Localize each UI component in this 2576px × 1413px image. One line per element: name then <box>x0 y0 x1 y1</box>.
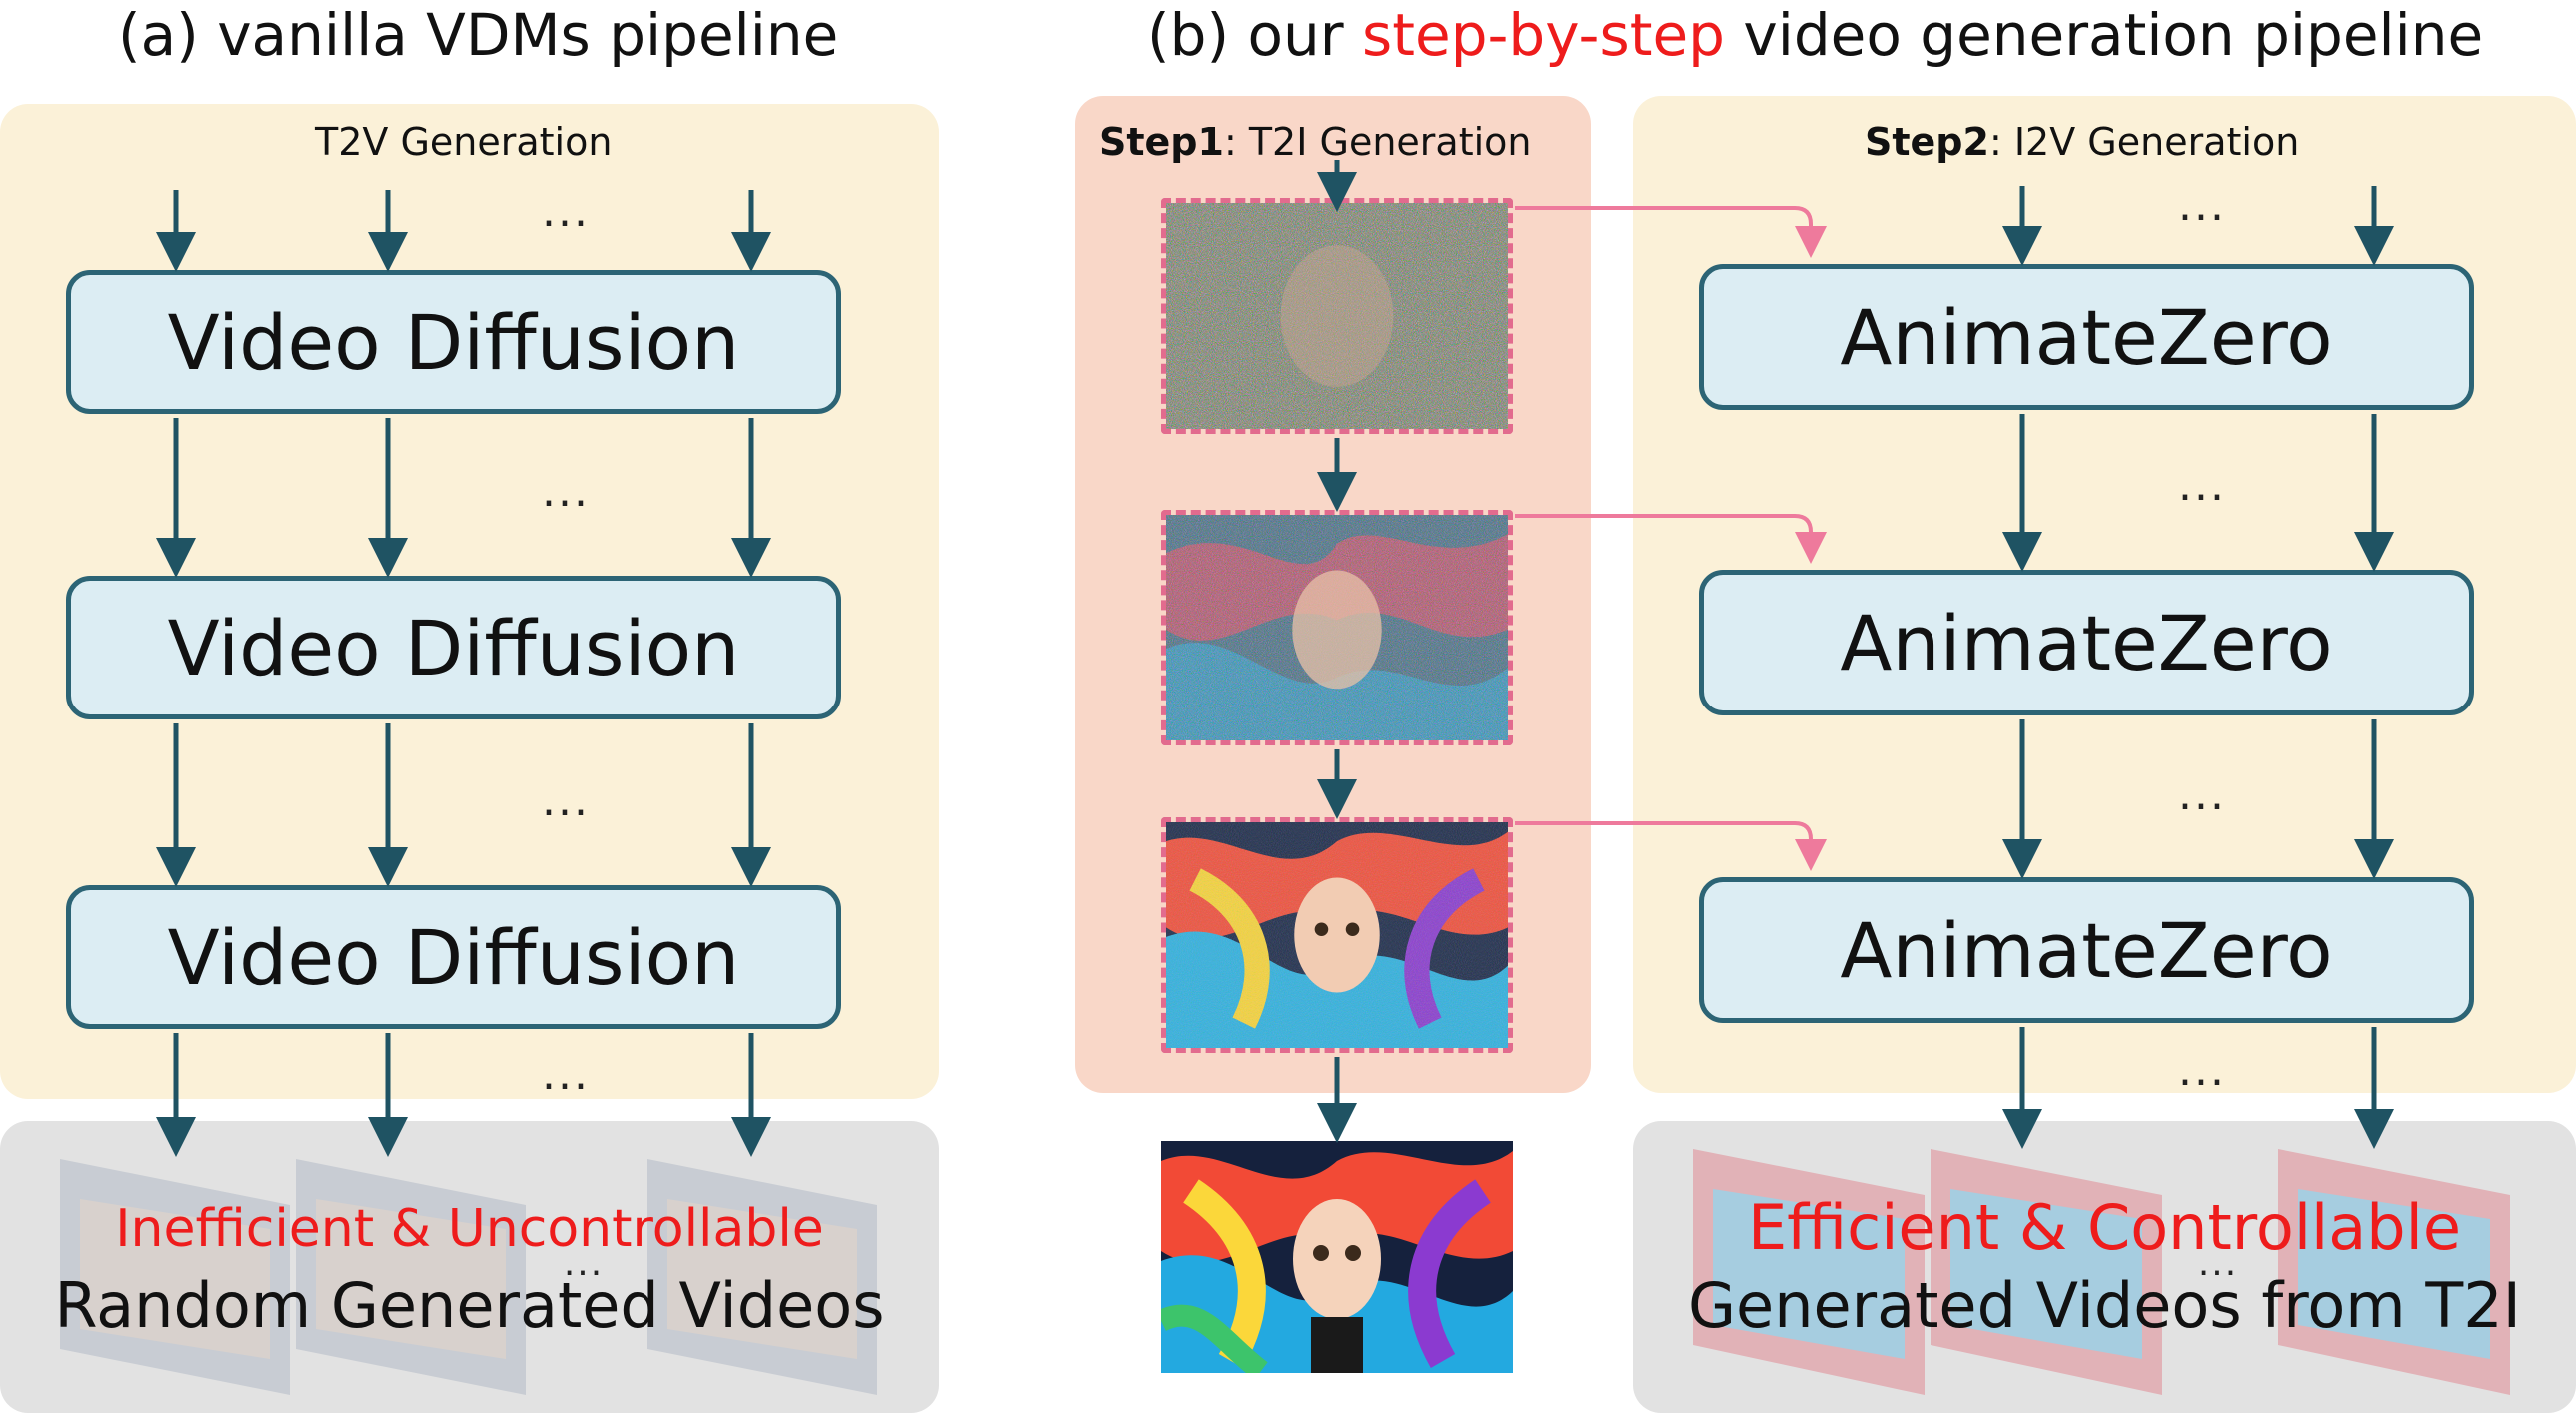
video-diffusion-block-3: Video Diffusion <box>66 885 841 1029</box>
left-output-panel <box>0 1121 939 1413</box>
right-title-highlight: step-by-step <box>1362 1 1725 69</box>
right-title-suffix: video generation pipeline <box>1724 1 2484 69</box>
noisy-image-step-3 <box>1161 817 1513 1053</box>
step1-label: Step1: T2I Generation <box>1099 120 1532 164</box>
generated-video-frame <box>647 1159 877 1395</box>
right-output-highlight: Efficient & Controllable <box>1748 1191 2461 1264</box>
left-output-caption: Random Generated Videos <box>54 1269 885 1342</box>
video-diffusion-block-1: Video Diffusion <box>66 270 841 414</box>
ellipsis: ... <box>2178 1045 2226 1096</box>
generated-video-frame <box>1931 1149 2162 1395</box>
ellipsis: ... <box>542 186 590 237</box>
right-output-panel <box>1633 1121 2576 1413</box>
right-title-prefix: (b) our <box>1147 1 1363 69</box>
ellipsis: ... <box>542 1049 590 1100</box>
ellipsis: ... <box>2178 180 2226 231</box>
left-output-warning: Inefficient & Uncontrollable <box>115 1199 824 1259</box>
animatezero-block-3: AnimateZero <box>1699 877 2474 1023</box>
step1-bold: Step1 <box>1099 120 1224 164</box>
ellipsis: ... <box>542 775 590 826</box>
generated-video-frame <box>60 1159 290 1395</box>
ellipsis: ... <box>542 466 590 517</box>
generated-video-frame <box>2278 1149 2510 1395</box>
ellipsis: ... <box>2178 460 2226 511</box>
right-title: (b) our step-by-step video generation pi… <box>1147 0 2483 70</box>
final-generated-image <box>1161 1141 1513 1373</box>
step2-label: Step2: I2V Generation <box>1865 120 2299 164</box>
right-output-caption: Generated Videos from T2I <box>1688 1269 2521 1342</box>
step2-bold: Step2 <box>1865 120 1989 164</box>
step2-rest: : I2V Generation <box>1988 120 2300 164</box>
ellipsis: ... <box>2197 1243 2239 1284</box>
video-diffusion-block-2: Video Diffusion <box>66 576 841 719</box>
generated-video-frame <box>296 1159 526 1395</box>
generated-video-frame <box>1693 1149 1925 1395</box>
ellipsis: ... <box>2178 769 2226 820</box>
animatezero-block-1: AnimateZero <box>1699 264 2474 410</box>
t2v-generation-label: T2V Generation <box>315 120 613 164</box>
animatezero-block-2: AnimateZero <box>1699 570 2474 715</box>
step1-rest: : T2I Generation <box>1223 120 1532 164</box>
noisy-image-step-2 <box>1161 510 1513 745</box>
ellipsis: ... <box>563 1243 605 1284</box>
noisy-image-step-1 <box>1161 198 1513 434</box>
left-title: (a) vanilla VDMs pipeline <box>118 1 839 69</box>
